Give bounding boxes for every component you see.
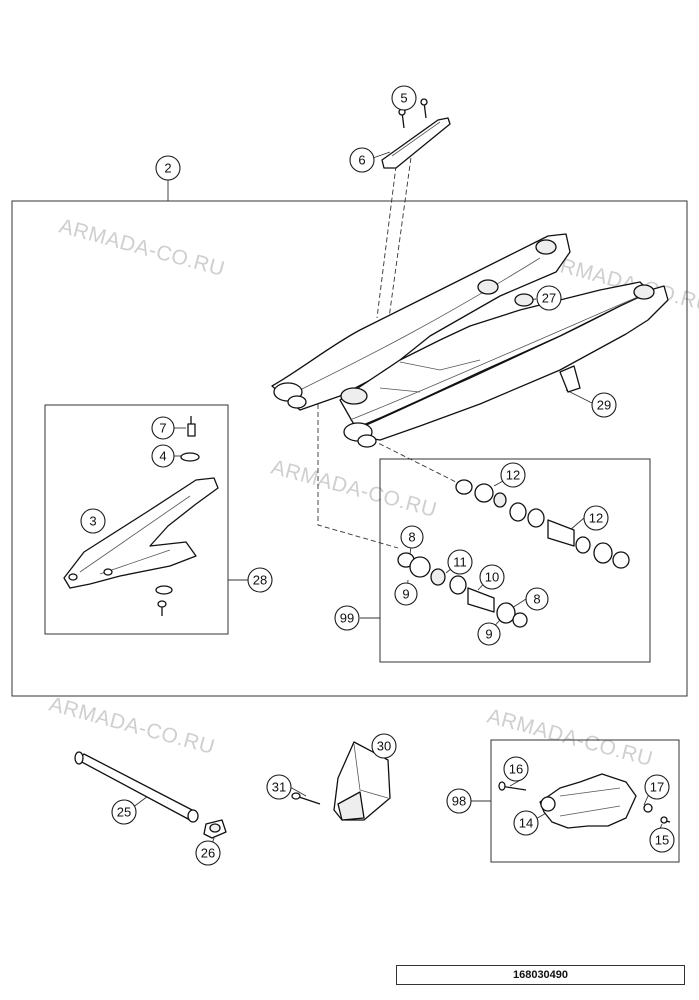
callout-16: 16: [503, 756, 529, 782]
axle: [74, 751, 227, 839]
callout-10: 10: [479, 564, 505, 590]
callout-9b: 9: [477, 622, 501, 646]
callout-12b-label: 12: [589, 511, 603, 526]
callout-11-label: 11: [453, 555, 467, 570]
callout-8a-label: 8: [408, 530, 415, 545]
callout-27: 27: [536, 285, 562, 311]
callout-2: 2: [155, 155, 181, 181]
callout-7: 7: [151, 416, 175, 440]
bearing-parts: [397, 479, 630, 628]
callout-5: 5: [391, 85, 417, 111]
callout-5-label: 5: [400, 91, 407, 106]
callout-29: 29: [591, 392, 617, 418]
callout-12a: 12: [500, 462, 526, 488]
callout-6-label: 6: [358, 153, 365, 168]
callout-29-label: 29: [597, 398, 611, 413]
watermark-4: ARMADA-CO.RU: [47, 693, 218, 759]
callout-27-label: 27: [542, 291, 556, 306]
assembly-lines: [304, 149, 463, 549]
swingarm-group-frame: [11, 200, 688, 697]
callout-17-label: 17: [650, 780, 664, 795]
callout-6: 6: [349, 147, 375, 173]
callout-8a: 8: [400, 525, 424, 549]
callout-3-label: 3: [89, 514, 96, 529]
callout-99-label: 99: [340, 611, 354, 626]
watermark-3: ARMADA-CO.RU: [269, 456, 440, 522]
chain-guard-bracket: [291, 741, 391, 821]
swingarm: [271, 233, 669, 448]
callout-15: 15: [649, 827, 675, 853]
callout-12a-label: 12: [506, 468, 520, 483]
callout-28-label: 28: [253, 573, 267, 588]
callout-99: 99: [334, 605, 360, 631]
reference-number: 168030490: [396, 965, 685, 985]
callout-2-label: 2: [164, 161, 171, 176]
callout-4: 4: [151, 444, 175, 468]
chain-slider: [63, 477, 219, 589]
callout-4-label: 4: [159, 449, 166, 464]
callout-12b: 12: [583, 505, 609, 531]
callout-11: 11: [447, 549, 473, 575]
callout-26-label: 26: [201, 846, 215, 861]
chain-guide: [498, 773, 671, 829]
callout-3: 3: [80, 508, 106, 534]
callout-26: 26: [195, 840, 221, 866]
callout-14: 14: [513, 810, 539, 836]
callout-15-label: 15: [655, 833, 669, 848]
slider-fasteners: [155, 416, 200, 616]
callout-9b-label: 9: [485, 627, 492, 642]
callout-17: 17: [644, 774, 670, 800]
callout-30: 30: [371, 733, 397, 759]
callout-28: 28: [247, 567, 273, 593]
callout-31-label: 31: [272, 780, 286, 795]
callout-25-label: 25: [117, 805, 131, 820]
callout-7-label: 7: [159, 421, 166, 436]
callout-8b: 8: [525, 587, 549, 611]
chain-slider-top: [381, 98, 451, 169]
callout-9a-label: 9: [402, 587, 409, 602]
callout-30-label: 30: [377, 739, 391, 754]
watermark-1: ARMADA-CO.RU: [57, 215, 228, 281]
callout-14-label: 14: [519, 816, 533, 831]
callout-98: 98: [446, 788, 472, 814]
callout-25: 25: [111, 799, 137, 825]
callout-8b-label: 8: [533, 592, 540, 607]
bearing-kit-frame: [379, 458, 651, 663]
callout-10-label: 10: [485, 570, 499, 585]
callout-16-label: 16: [509, 762, 523, 777]
callout-98-label: 98: [452, 794, 466, 809]
callout-9a: 9: [394, 582, 418, 606]
callout-31: 31: [266, 774, 292, 800]
chain-slider-frame: [44, 404, 229, 635]
